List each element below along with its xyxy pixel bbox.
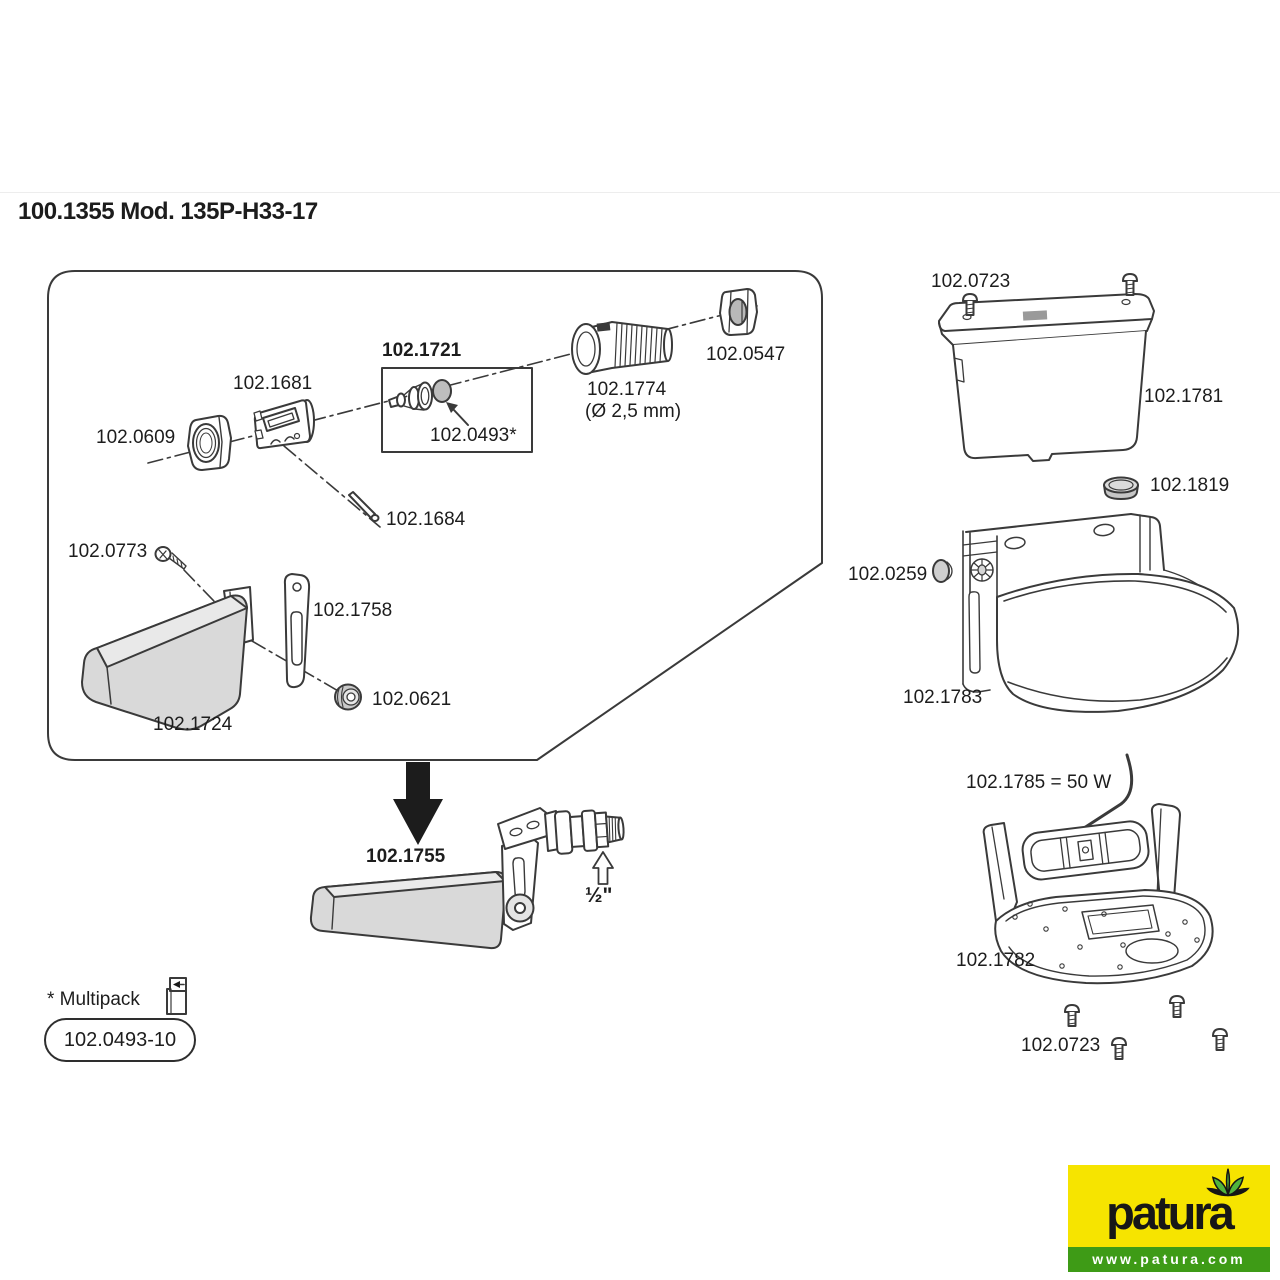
part-label-102-1781: 102.1781 [1144, 386, 1224, 407]
part-tank-102-1781 [938, 293, 1155, 462]
part-screw-102-0773 [154, 546, 187, 570]
part-label-102-0723-top: 102.0723 [931, 271, 1011, 292]
brand-name: patura [1106, 1186, 1235, 1239]
part-label-102-1755: 102.1755 [366, 846, 446, 867]
part-label-102-0547: 102.0547 [706, 344, 786, 365]
part-insert-102-1681 [253, 399, 315, 450]
part-label-102-1721: 102.1721 [382, 340, 462, 361]
part-pin-102-1684 [348, 491, 380, 522]
part-valve-cartridge-102-1721 [388, 381, 433, 411]
part-nut-102-0609 [187, 414, 232, 471]
part-grommet-102-0621 [334, 683, 362, 711]
page-title: 100.1355 Mod. 135P-H33-17 [18, 198, 318, 225]
leaf-icon [1206, 1168, 1250, 1197]
flow-arrow-icon [393, 762, 443, 845]
part-label-102-0773: 102.0773 [68, 541, 148, 562]
multipack-box-icon [166, 977, 187, 1015]
part-fitting-102-1774 [571, 321, 673, 375]
part-label-102-1681: 102.1681 [233, 373, 313, 394]
brand-website: www.patura.com [1068, 1247, 1270, 1272]
seal-pointer-arrow [446, 402, 469, 426]
part-label-102-1758: 102.1758 [313, 600, 393, 621]
part-label-102-1774-note: (Ø 2,5 mm) [585, 401, 682, 422]
part-label-102-0493: 102.0493* [430, 425, 517, 446]
part-plug-102-0259 [932, 559, 953, 583]
part-label-102-1684: 102.1684 [386, 509, 466, 530]
part-bowl-102-1783 [962, 513, 1240, 716]
part-label-102-1785: 102.1785 = 50 W [966, 772, 1112, 793]
part-label-102-0621: 102.0621 [372, 689, 452, 710]
part-float-102-1724 [81, 594, 248, 731]
thread-size-arrow-icon [592, 851, 614, 885]
page-divider [0, 192, 1280, 193]
part-seal-102-0493 [432, 379, 452, 403]
part-label-102-1783: 102.1783 [903, 687, 983, 708]
part-label-102-1774: 102.1774 [587, 379, 667, 400]
part-heater-102-1782 [982, 753, 1214, 985]
part-label-102-0723-bottom: 102.0723 [1021, 1035, 1101, 1056]
multipack-note: * Multipack [47, 989, 140, 1010]
part-nut-102-0547 [719, 288, 758, 336]
part-label-102-0609: 102.0609 [96, 427, 176, 448]
part-cap-102-1819 [1103, 476, 1139, 500]
multipack-code-badge: 102.0493-10 [44, 1018, 196, 1062]
part-label-102-0259: 102.0259 [848, 564, 928, 585]
part-strap-102-1758 [283, 573, 311, 689]
brand-logo: patura www.patura.com [1068, 1165, 1270, 1272]
heating-element-102-1785 [1021, 820, 1150, 881]
assembly-102-1755 [309, 807, 625, 950]
part-label-102-1724: 102.1724 [153, 714, 233, 735]
multipack-code: 102.0493-10 [63, 1028, 177, 1051]
thread-size-label: ½" [585, 884, 613, 907]
part-label-102-1819: 102.1819 [1150, 475, 1230, 496]
detail-box-102-1721 [381, 367, 533, 453]
part-label-102-1782: 102.1782 [956, 950, 1036, 971]
